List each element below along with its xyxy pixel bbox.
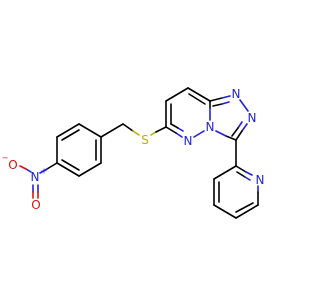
bond [78,162,102,177]
bond-double-inner [231,127,239,137]
bond [56,162,80,177]
nitro-group: N + O − O [2,154,58,212]
pyridine-nitrogen-label: N [256,173,265,187]
bond [235,130,243,141]
molecule-structure: N + O − O S N N [2,87,265,219]
bond-double-inner [188,93,206,105]
bond-double-inner [177,127,184,132]
bond-double-inner [221,101,230,105]
bond [122,123,134,132]
bond [239,99,249,112]
bond [215,130,227,137]
pyridazine-ring: N N [165,87,215,148]
nitrobenzene-ring [56,123,102,177]
sulfur-label: S [141,133,149,147]
bond-double-inner [212,103,223,107]
bond [100,123,124,138]
bond-double-inner [236,171,246,178]
bond-double-inner [237,121,243,129]
bridge-nitrogen-label: N [206,120,215,134]
bond [235,165,247,173]
pyridine-ring: N [213,139,265,219]
bond [221,95,231,99]
bond [235,204,259,219]
bond [187,87,211,102]
bond [78,123,102,138]
bond [150,131,157,136]
bond [25,168,32,173]
bond [165,126,177,134]
bond [132,130,140,136]
nitro-oxygen-charge: − [2,154,9,163]
bond [46,162,58,170]
triazole-nitrogen-mid-label: N [248,111,257,125]
triazole-ring: N N [209,87,257,141]
bond-double-inner [61,129,80,141]
nitro-nitrogen-label: N [31,170,40,184]
bond [213,165,237,180]
bond-double-inner [244,176,251,181]
bond [39,168,48,174]
bond-double-inner [61,159,80,171]
bond [245,171,253,176]
bond [209,97,223,102]
benzyl-thioether-linker: S [100,123,167,147]
bond [155,126,167,133]
bond [193,130,205,138]
bond [56,123,80,138]
pyridazine-nitrogen-label: N [184,134,193,148]
nitro-oxygen-minus-label: O [8,158,17,172]
nitro-nitrogen-charge: + [41,167,48,176]
bond [165,87,189,102]
molecule-canvas: N + O − O S N N [1,87,265,219]
nitro-oxygen-double-label: O [31,198,40,212]
bond [225,135,237,141]
bond [213,204,237,219]
bond [19,165,27,170]
bond [175,132,183,138]
triazole-nitrogen-top-label: N [232,87,241,101]
bond-double-inner [170,123,179,129]
bond-double-inner [235,202,254,213]
bond [241,123,248,132]
